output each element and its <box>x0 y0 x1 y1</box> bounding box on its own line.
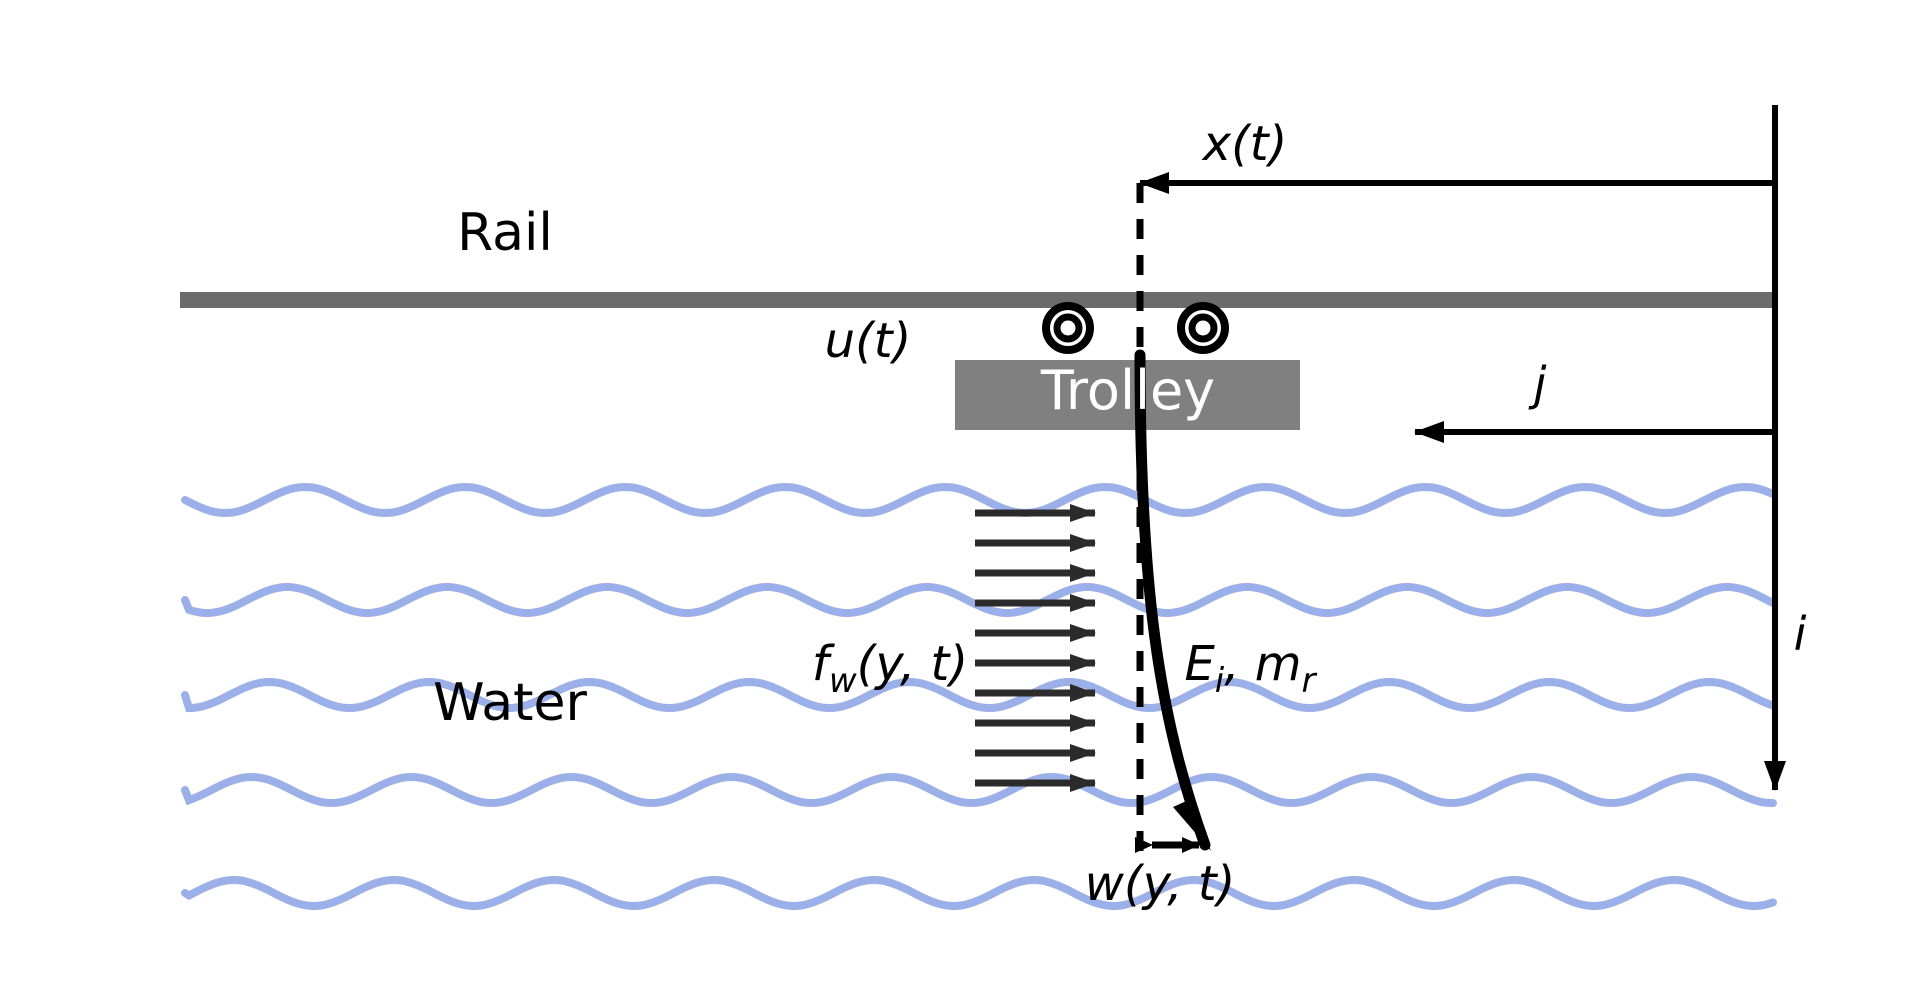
trolley-position-label: x(t) <box>1201 116 1288 172</box>
unit-vector-j-label: j <box>1528 357 1547 411</box>
rail-bar <box>180 292 1775 308</box>
water-label: Water <box>433 673 587 733</box>
wave-row <box>181 772 1777 808</box>
trolley-label: Trolley <box>1040 359 1215 422</box>
riser-sep: , <box>1224 636 1255 692</box>
wheel-outer-ring <box>1042 302 1094 354</box>
control-input-base: u <box>825 313 855 369</box>
riser-young-base: E <box>1184 636 1215 692</box>
riser-properties-label: Ei, mr <box>1184 636 1317 701</box>
x-args: (t) <box>1231 116 1287 172</box>
trolley-body <box>955 360 1300 430</box>
riser-young-sub: i <box>1215 661 1225 701</box>
control-input-label: u(t) <box>825 313 912 369</box>
water-waves <box>181 482 1777 911</box>
wheel-outer-ring <box>1177 302 1229 354</box>
wave-row <box>181 482 1777 518</box>
control-input-args: (t) <box>855 313 911 369</box>
wave-row <box>181 875 1777 911</box>
deflection-label: w(y, t) <box>1085 856 1236 912</box>
wheel-inner-ring <box>1188 313 1218 343</box>
w-args: (y, t) <box>1124 856 1235 912</box>
rail-group <box>180 292 1775 308</box>
fw-sub: w <box>829 661 857 701</box>
w-base: w <box>1085 856 1125 912</box>
wave-row <box>181 677 1777 713</box>
riser-tip-arrowhead <box>1173 799 1211 851</box>
riser-mass-sub: r <box>1302 661 1318 701</box>
wave-force-arrows <box>975 504 1096 792</box>
riser-mass-base: m <box>1255 636 1302 692</box>
fw-args: (y, t) <box>857 636 968 692</box>
rail-label: Rail <box>457 203 553 263</box>
unit-vector-i-label: i <box>1794 607 1807 661</box>
wave-force-label: fw(y, t) <box>812 636 968 701</box>
x-base: x <box>1201 116 1232 172</box>
trolley-assembly <box>955 302 1300 430</box>
wheel-inner-ring <box>1053 313 1083 343</box>
trolley-wheels <box>1042 302 1229 354</box>
